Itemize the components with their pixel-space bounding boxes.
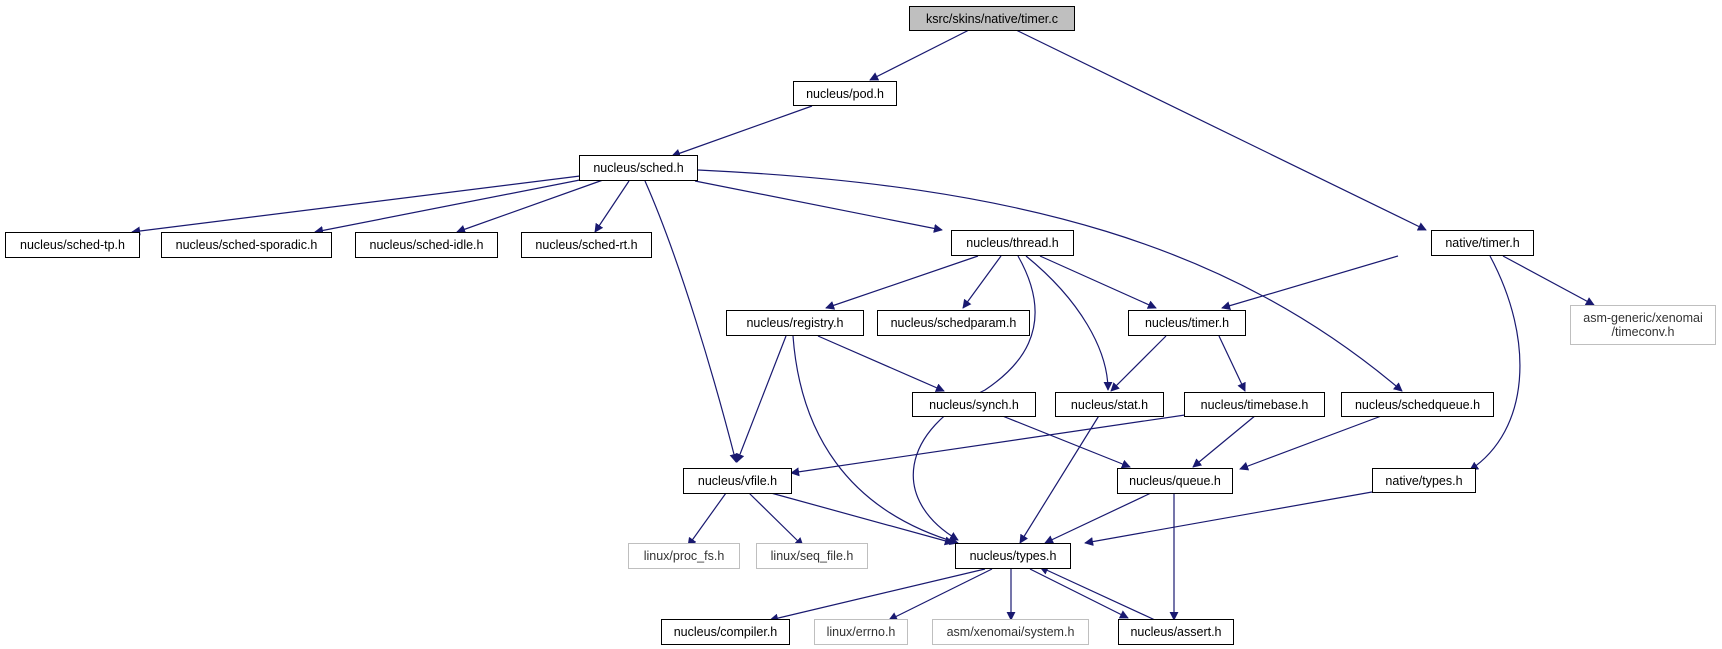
edge-schedqueue-to-queue bbox=[1239, 414, 1385, 471]
edge-synch-to-queue bbox=[999, 414, 1131, 469]
edge-thread-to-types bbox=[912, 255, 1036, 541]
edge-registry-to-types bbox=[792, 335, 959, 546]
edge-timer-c-to-native-timer bbox=[1015, 29, 1427, 231]
node-proc-fs-h[interactable]: linux/proc_fs.h bbox=[628, 543, 740, 569]
node-schedqueue-h[interactable]: nucleus/schedqueue.h bbox=[1341, 392, 1494, 417]
edge-queue-to-types bbox=[1044, 492, 1152, 544]
node-assert-h[interactable]: nucleus/assert.h bbox=[1118, 619, 1234, 645]
node-timebase-h[interactable]: nucleus/timebase.h bbox=[1184, 392, 1325, 417]
edge-pod-to-sched bbox=[671, 105, 813, 158]
node-sched-tp-h[interactable]: nucleus/sched-tp.h bbox=[5, 232, 140, 258]
node-sched-h[interactable]: nucleus/sched.h bbox=[579, 155, 698, 181]
edge-stat-to-types bbox=[1019, 413, 1101, 544]
edge-registry-to-synch bbox=[817, 335, 945, 392]
edge-thread-to-timer bbox=[1039, 255, 1157, 309]
node-timer-c[interactable]: ksrc/skins/native/timer.c bbox=[909, 6, 1075, 31]
edge-native-timer-to-native-types bbox=[1469, 255, 1521, 471]
node-schedparam-h[interactable]: nucleus/schedparam.h bbox=[877, 310, 1030, 336]
dependency-edges bbox=[131, 29, 1595, 623]
edge-thread-to-stat bbox=[1025, 255, 1113, 391]
node-seq-file-h[interactable]: linux/seq_file.h bbox=[756, 543, 868, 569]
node-sched-idle-h[interactable]: nucleus/sched-idle.h bbox=[355, 232, 498, 258]
node-timer-h[interactable]: nucleus/timer.h bbox=[1128, 310, 1246, 336]
edge-sched-to-thread bbox=[694, 180, 943, 233]
edge-vfile-to-proc-fs bbox=[687, 492, 727, 547]
node-sched-rt-h[interactable]: nucleus/sched-rt.h bbox=[521, 232, 652, 258]
edge-native-timer-to-timeconv bbox=[1502, 255, 1595, 306]
edge-sched-to-sched-tp bbox=[131, 175, 581, 236]
node-native-timer-h[interactable]: native/timer.h bbox=[1431, 230, 1534, 256]
node-synch-h[interactable]: nucleus/synch.h bbox=[912, 392, 1036, 417]
edge-types-to-errno bbox=[888, 568, 993, 621]
node-queue-h[interactable]: nucleus/queue.h bbox=[1117, 468, 1233, 494]
edge-thread-to-schedparam bbox=[962, 255, 1002, 309]
node-stat-h[interactable]: nucleus/stat.h bbox=[1055, 392, 1164, 417]
edge-native-types-to-types bbox=[1084, 491, 1373, 547]
node-thread-h[interactable]: nucleus/thread.h bbox=[951, 230, 1074, 256]
node-compiler-h[interactable]: nucleus/compiler.h bbox=[661, 619, 790, 645]
edge-sched-to-vfile bbox=[644, 180, 739, 463]
edge-timer-to-timebase bbox=[1218, 335, 1246, 392]
edge-native-timer-to-timer bbox=[1221, 255, 1399, 311]
edge-timer-c-to-pod bbox=[869, 29, 970, 81]
edge-thread-to-registry bbox=[825, 255, 979, 310]
edge-sched-to-schedqueue bbox=[697, 169, 1403, 392]
edge-sched-to-sched-rt bbox=[594, 180, 630, 233]
node-vfile-h[interactable]: nucleus/vfile.h bbox=[683, 468, 792, 494]
edge-sched-to-sched-idle bbox=[456, 179, 604, 234]
node-timeconv-h[interactable]: asm-generic/xenomai /timeconv.h bbox=[1570, 305, 1716, 345]
edge-types-to-compiler bbox=[769, 568, 986, 623]
edge-types-to-assert bbox=[1029, 568, 1129, 619]
node-errno-h[interactable]: linux/errno.h bbox=[814, 619, 908, 645]
node-types-h[interactable]: nucleus/types.h bbox=[955, 543, 1071, 569]
node-pod-h[interactable]: nucleus/pod.h bbox=[793, 81, 897, 106]
node-sched-sporadic-h[interactable]: nucleus/sched-sporadic.h bbox=[161, 232, 332, 258]
edge-vfile-to-types bbox=[770, 492, 954, 546]
edge-assert-to-types bbox=[1039, 566, 1156, 621]
node-system-h[interactable]: asm/xenomai/system.h bbox=[932, 619, 1089, 645]
node-registry-h[interactable]: nucleus/registry.h bbox=[726, 310, 864, 336]
node-native-types-h[interactable]: native/types.h bbox=[1372, 468, 1476, 493]
edge-vfile-to-seq-file bbox=[748, 492, 804, 547]
edge-sched-to-sched-sporadic bbox=[314, 177, 591, 235]
edge-registry-to-vfile bbox=[735, 335, 787, 463]
edge-timebase-to-queue bbox=[1192, 414, 1257, 468]
edge-timebase-to-vfile bbox=[790, 414, 1186, 477]
edge-timer-to-stat bbox=[1110, 335, 1167, 392]
